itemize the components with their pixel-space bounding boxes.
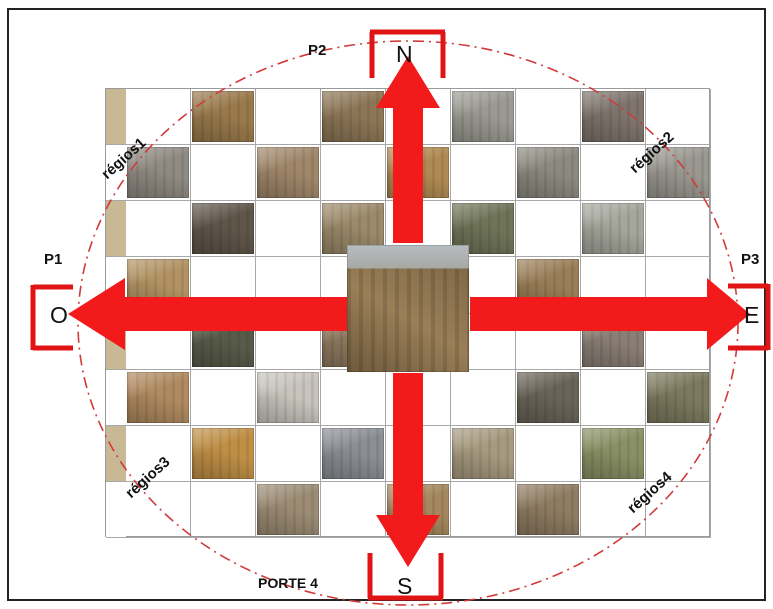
door-porte4-label: PORTE 4: [258, 575, 318, 591]
east-letter: E: [744, 302, 759, 329]
door-p2-label: P2: [308, 42, 326, 59]
center-forum-image: [347, 245, 469, 372]
south-arrow: [376, 373, 440, 567]
door-p1-label: P1: [44, 251, 62, 268]
west-arrow: [68, 278, 348, 350]
south-letter: S: [397, 573, 412, 600]
door-p3-label: P3: [741, 251, 759, 268]
west-letter: O: [50, 302, 68, 329]
north-letter: N: [396, 41, 413, 68]
east-arrow: [470, 278, 750, 350]
north-arrow: [376, 56, 440, 243]
